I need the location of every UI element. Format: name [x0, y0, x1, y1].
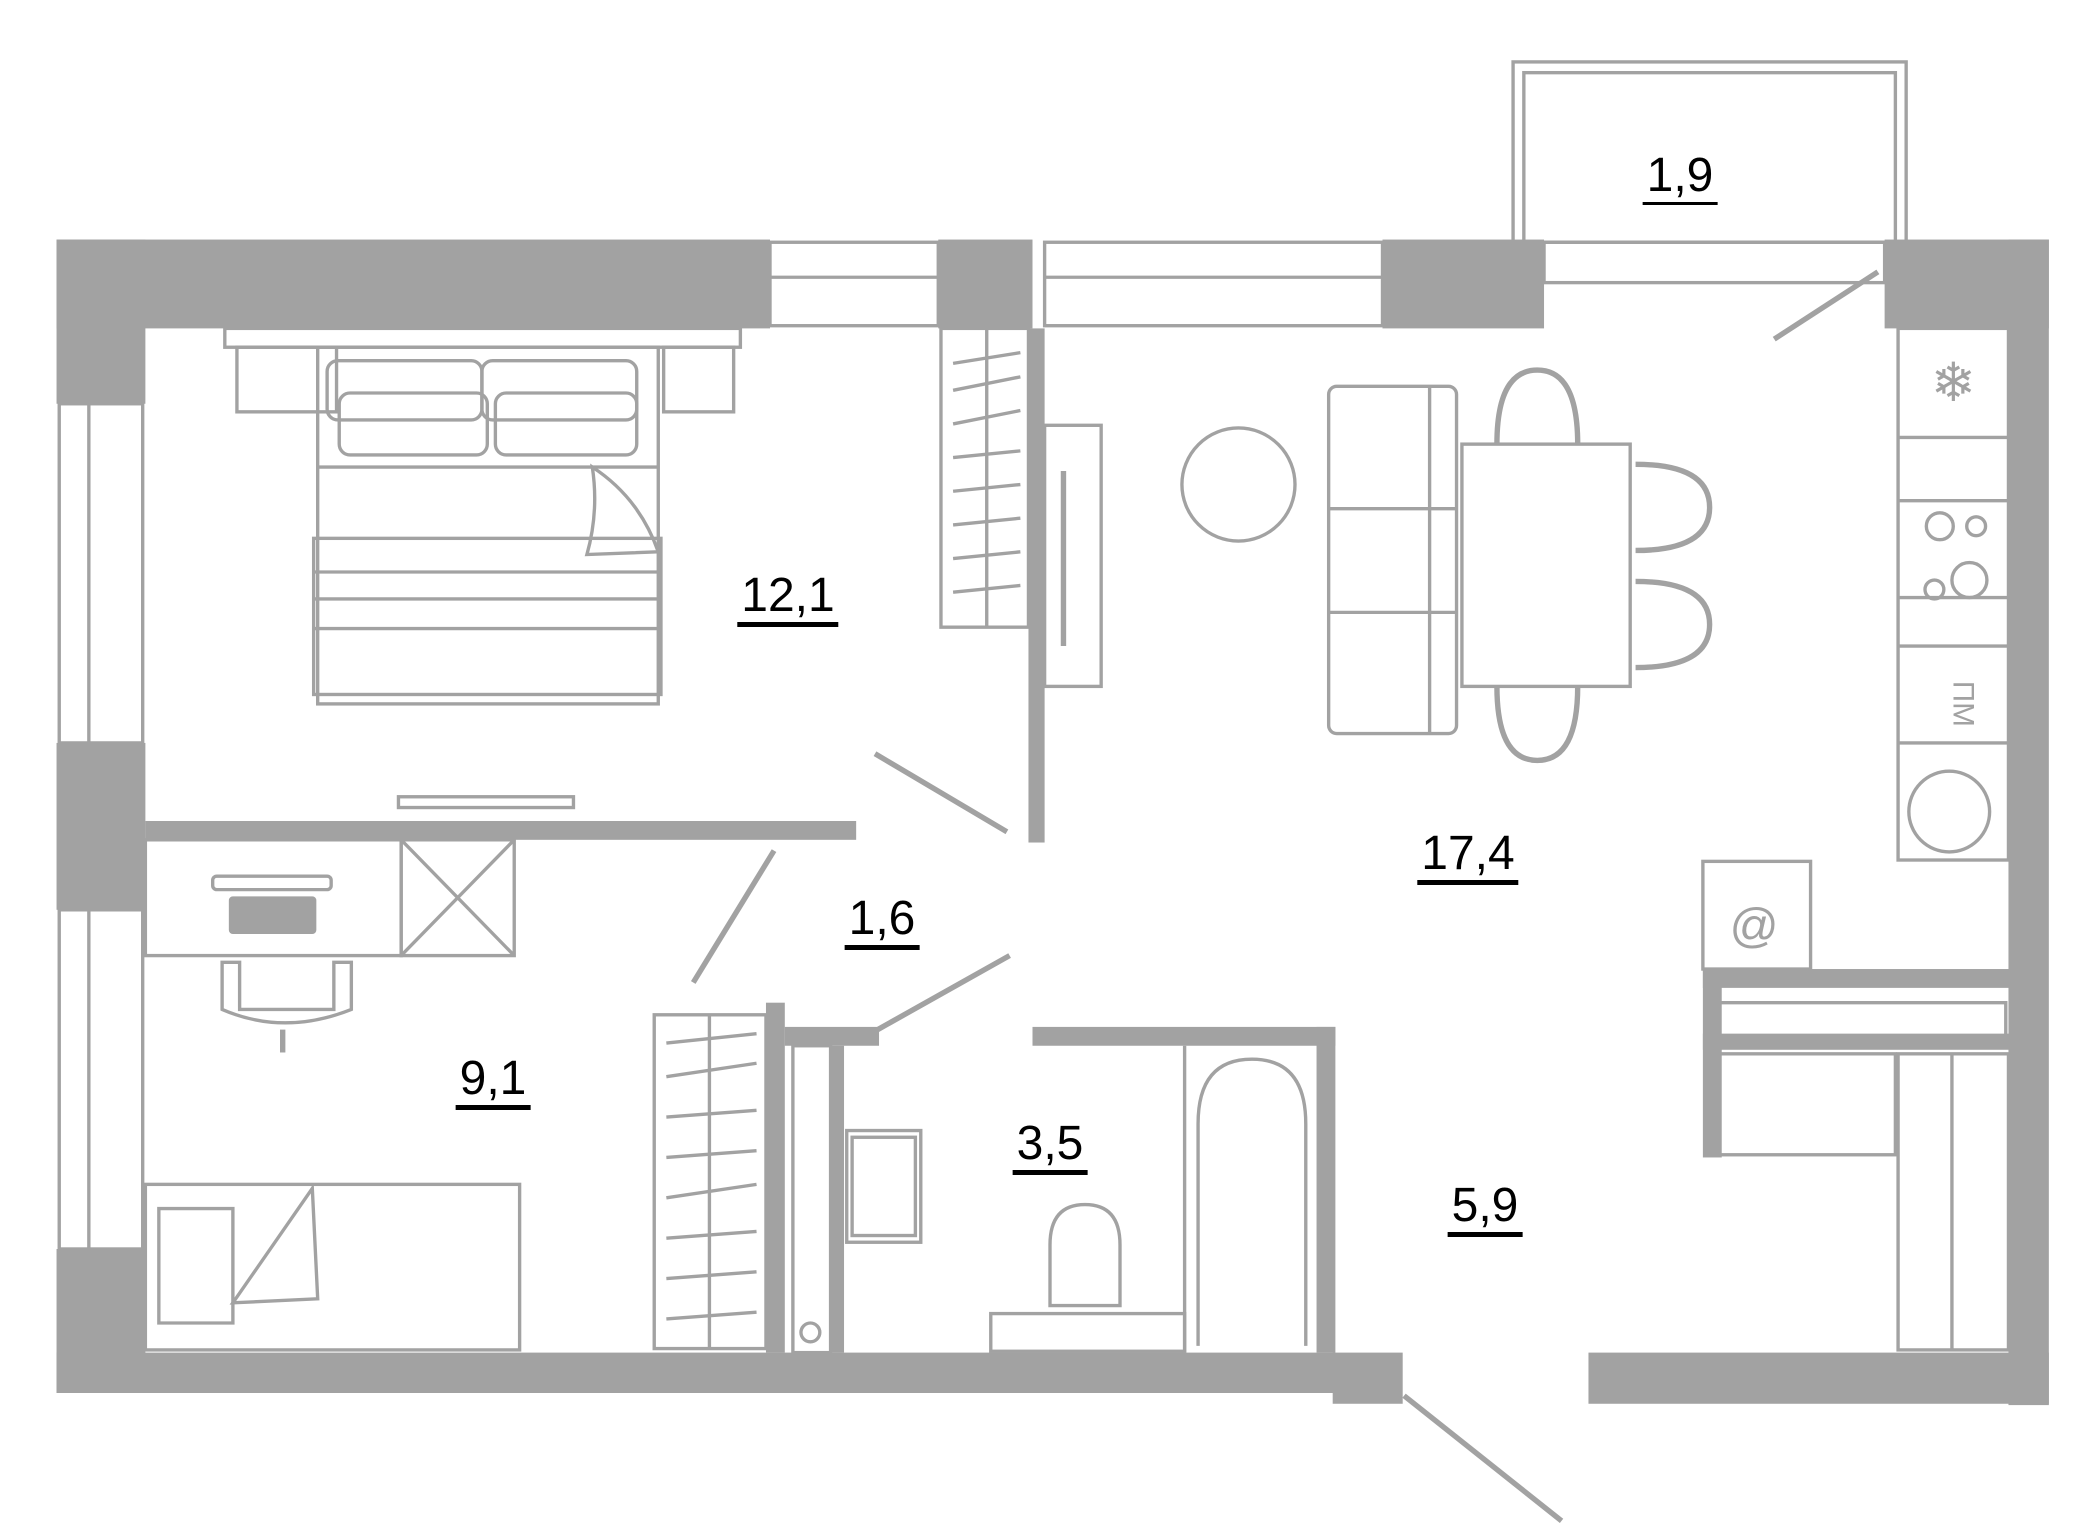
windows	[57, 240, 1887, 1251]
fridge-snowflake-icon: ❄	[1931, 353, 1976, 413]
kitchen-units	[1701, 326, 2011, 1352]
room-area-bathroom: 3,5	[1012, 1120, 1088, 1175]
room-area-kitchen-living: 17,4	[1417, 830, 1519, 885]
wardrobe-kids	[652, 1013, 768, 1351]
doors	[690, 269, 1880, 1523]
tv-stand	[396, 795, 576, 810]
dining-table	[1460, 367, 1713, 764]
washing-machine-icon: @	[1729, 899, 1778, 953]
sofa	[1326, 384, 1459, 736]
room-area-kids-room: 9,1	[455, 1055, 531, 1110]
double-bed	[223, 326, 743, 706]
single-bed	[143, 1182, 522, 1352]
round-table	[1180, 426, 1297, 543]
wardrobe-bedroom	[939, 326, 1031, 629]
bathroom-fixtures	[791, 1044, 1308, 1355]
room-area-balcony: 1,9	[1642, 152, 1718, 205]
walls	[56, 239, 2049, 1406]
tv-wall-panel	[1042, 423, 1103, 689]
dishwasher-label: ПМ	[1946, 681, 1979, 727]
room-area-bedroom: 12,1	[737, 572, 839, 627]
desk	[143, 838, 516, 1053]
room-area-entrance: 5,9	[1447, 1182, 1523, 1237]
room-area-hall: 1,6	[844, 895, 920, 950]
